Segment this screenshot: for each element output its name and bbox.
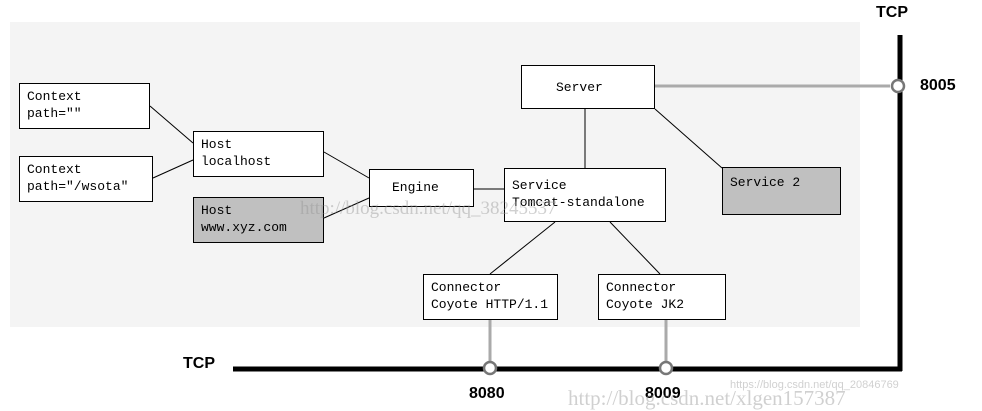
port-8080-node (482, 360, 498, 376)
connector-http-box: Connector Coyote HTTP/1.1 (423, 274, 558, 320)
tcp-bottom-label: TCP (183, 355, 215, 372)
server-box: Server (521, 65, 655, 109)
link-context-root-host (149, 105, 194, 144)
service-box: Service Tomcat-standalone (504, 168, 666, 222)
watermark-bottom-small: https://blog.csdn.net/qq_20846769 (730, 379, 899, 391)
watermark-bottom-large: http://blog.csdn.net/xlgen157387 (568, 386, 846, 410)
context-root-box: Context path="" (19, 83, 150, 129)
link-service-connector-jk2 (609, 221, 661, 275)
engine-box: Engine (369, 169, 474, 207)
connector-jk2-box: Connector Coyote JK2 (598, 274, 726, 320)
host-xyz-box: Host www.xyz.com (193, 197, 324, 243)
port-8009-node (658, 360, 674, 376)
link-context-wsota-host (152, 159, 194, 179)
link-service-connector-http (489, 221, 556, 275)
port-8005-label: 8005 (920, 77, 956, 94)
link-server-service2 (654, 108, 723, 169)
port-8080-label: 8080 (469, 385, 505, 402)
host-localhost-box: Host localhost (193, 131, 324, 177)
tcp-top-label: TCP (876, 4, 908, 21)
link-host-localhost-engine (323, 151, 370, 179)
port-8009-label: 8009 (645, 385, 681, 402)
context-wsota-box: Context path="/wsota" (19, 156, 153, 202)
watermark-middle: http://blog.csdn.net/qq_38245537 (300, 198, 557, 219)
link-host-xyz-engine (323, 197, 370, 219)
port-8005-node (890, 78, 906, 94)
service2-box: Service 2 (722, 167, 841, 215)
